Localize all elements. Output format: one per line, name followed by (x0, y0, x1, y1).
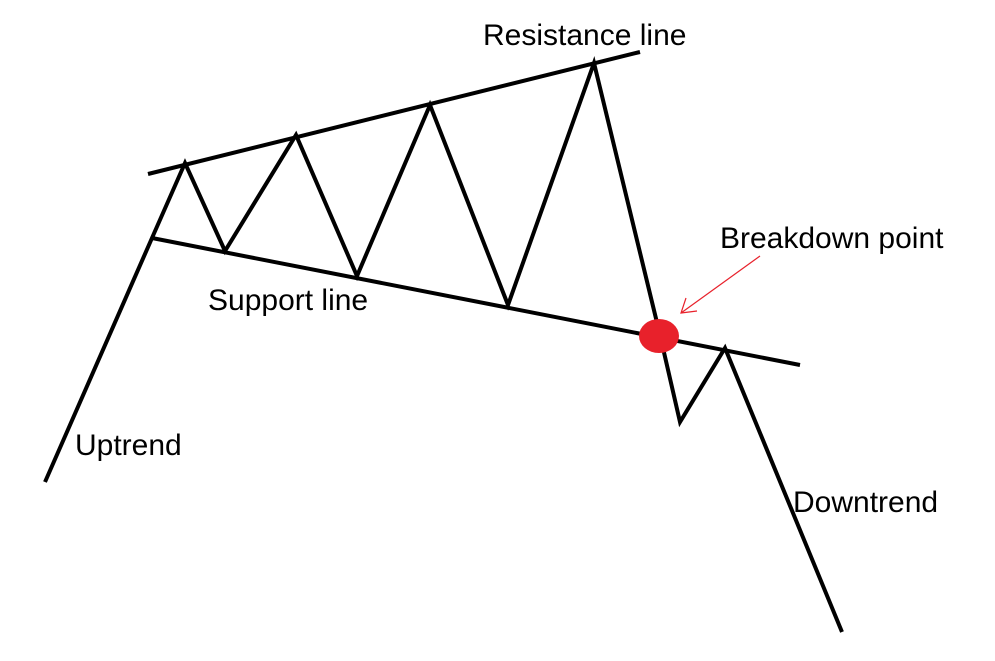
downtrend-label: Downtrend (793, 486, 938, 519)
breakdown-arrow-icon (680, 255, 761, 314)
resistance-line (147, 50, 641, 176)
price-path (43, 56, 844, 633)
support-label: Support line (208, 284, 368, 317)
breakdown-marker (639, 319, 679, 353)
uptrend-label: Uptrend (75, 429, 182, 462)
resistance-label: Resistance line (483, 19, 686, 52)
support-line (151, 236, 801, 367)
breakdown-label: Breakdown point (720, 222, 944, 255)
